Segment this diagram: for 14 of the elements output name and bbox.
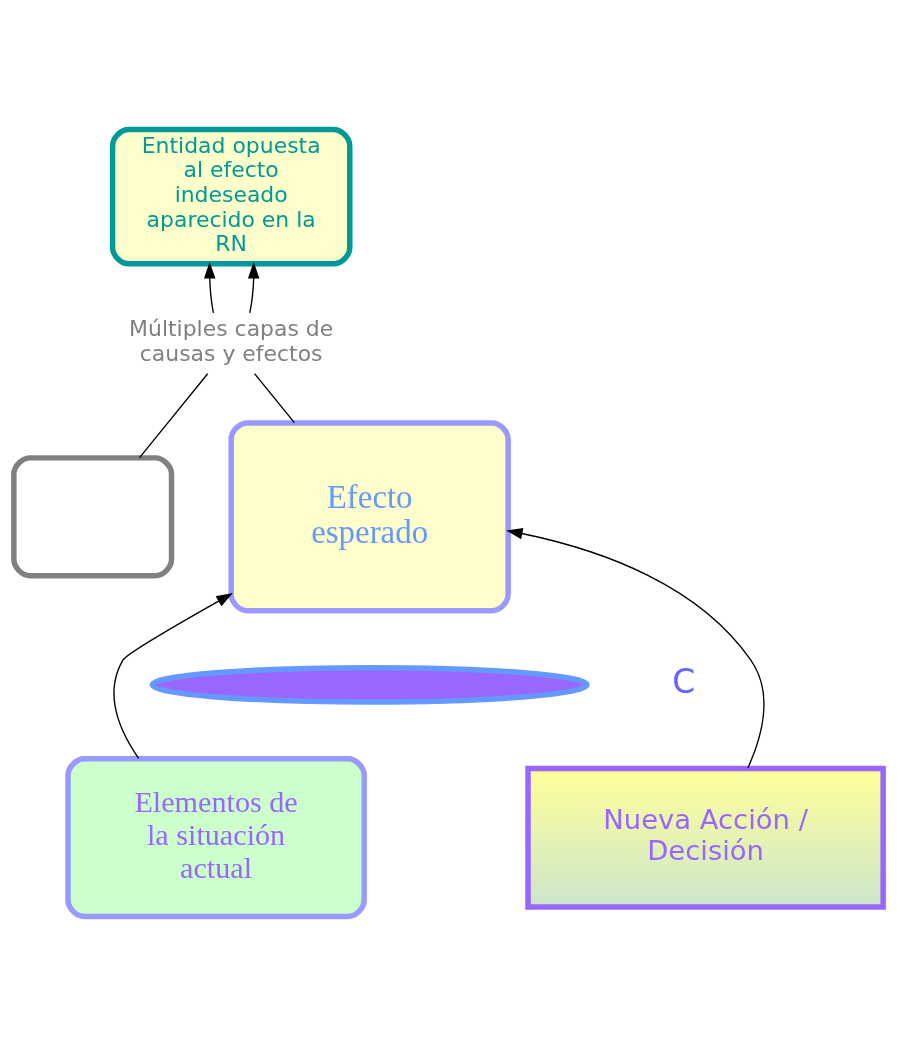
arrow [203, 261, 216, 314]
connector [138, 372, 209, 458]
node-box [11, 454, 175, 579]
connector [253, 372, 296, 423]
node-box: Elementos de la situación actual [65, 755, 367, 919]
arrow [506, 527, 765, 769]
node-text: Múltiples capas de causas y efectos [129, 315, 334, 366]
arrow [247, 261, 260, 314]
node-box: Efecto esperado [228, 419, 511, 613]
arrow [113, 592, 233, 759]
node-ellipse [149, 664, 590, 705]
node-box: Nueva Acción / Decisión [525, 765, 886, 910]
node-box: Entidad opuesta al efecto indeseado aparecido en la RN [109, 126, 353, 267]
label: C [672, 661, 696, 701]
